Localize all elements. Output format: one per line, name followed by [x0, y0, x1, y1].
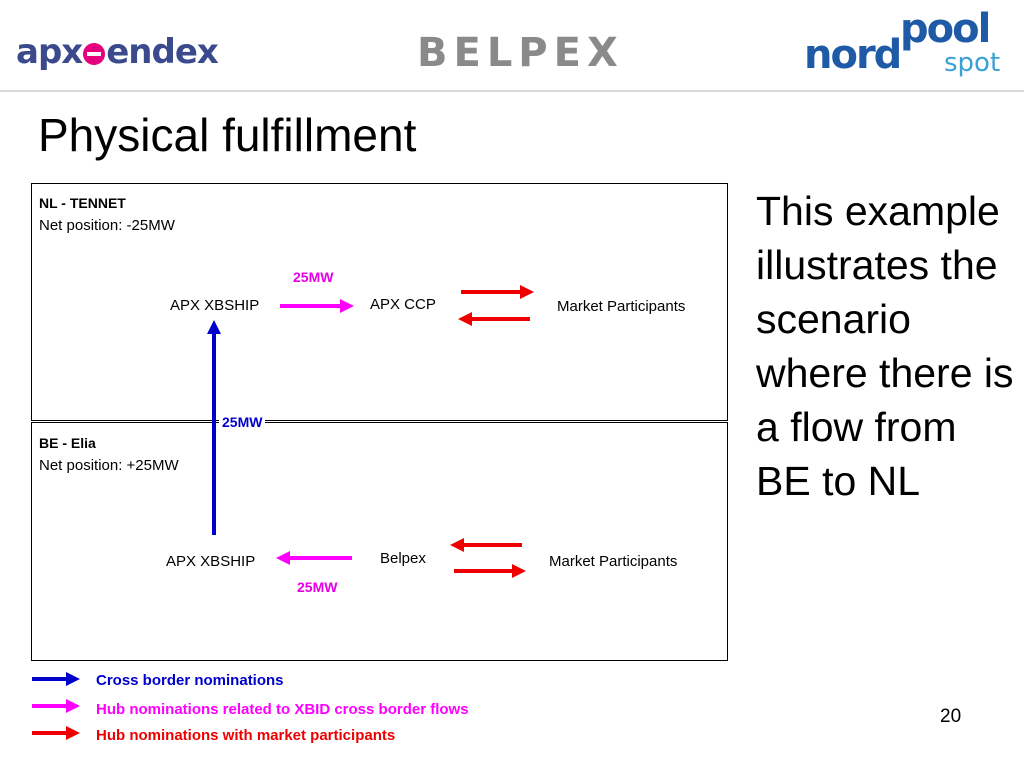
explanation-text: This example illustrates the scenario wh… — [756, 188, 1014, 504]
be-market-arrow-right — [454, 564, 526, 578]
be-net-position: Net position: +25MW — [39, 457, 179, 474]
legend-cross-border-label: Cross border nominations — [96, 672, 284, 689]
belpex-logo-text: BELPEX — [417, 30, 624, 76]
cross-border-flow-label: 25MW — [219, 414, 266, 430]
legend-magenta-arrow — [32, 699, 80, 713]
nl-hub-flow-label: 25MW — [293, 269, 334, 285]
legend-hub-market-label: Hub nominations with market participants — [96, 727, 396, 744]
nl-xbship-node: APX XBSHIP — [170, 297, 260, 314]
legend-hub-xbid-label: Hub nominations related to XBID cross bo… — [96, 701, 469, 718]
be-region-name: BE - Elia — [39, 435, 96, 451]
slide-title: Physical fulfillment — [38, 109, 417, 161]
pool-logo-text: pool — [900, 6, 991, 52]
legend-blue-arrow — [32, 672, 80, 686]
apx-endex-logo: apx endex — [16, 32, 219, 72]
be-market-arrow-left — [450, 538, 522, 552]
nl-market-arrow-right — [461, 285, 534, 299]
be-region-box — [31, 422, 728, 661]
spot-logo-text: spot — [944, 48, 1001, 78]
nl-market-arrow-left — [458, 312, 530, 326]
belpex-logo: BELPEX — [417, 30, 624, 76]
nl-market-participants-node: Market Participants — [557, 298, 686, 315]
be-xbship-node: APX XBSHIP — [166, 553, 256, 570]
nl-region-name: NL - TENNET — [39, 195, 126, 211]
nord-logo-text: nord — [804, 32, 902, 78]
nl-region-box — [31, 183, 728, 421]
apx-logo-text: apx — [16, 32, 83, 72]
legend-red-arrow — [32, 726, 80, 740]
be-belpex-node: Belpex — [380, 550, 426, 567]
page-number: 20 — [940, 706, 962, 727]
endex-logo-text: endex — [106, 32, 219, 72]
apx-logo-mark-icon — [83, 43, 106, 65]
nl-ccp-node: APX CCP — [370, 296, 436, 313]
be-hub-flow-label: 25MW — [297, 579, 338, 595]
cross-border-arrow — [207, 320, 221, 535]
be-hub-arrow — [276, 551, 352, 565]
be-market-participants-node: Market Participants — [549, 553, 678, 570]
nl-hub-arrow — [280, 299, 354, 313]
header-divider — [0, 90, 1024, 92]
nl-net-position: Net position: -25MW — [39, 217, 175, 234]
nordpool-spot-logo: nord pool spot — [804, 6, 1000, 86]
